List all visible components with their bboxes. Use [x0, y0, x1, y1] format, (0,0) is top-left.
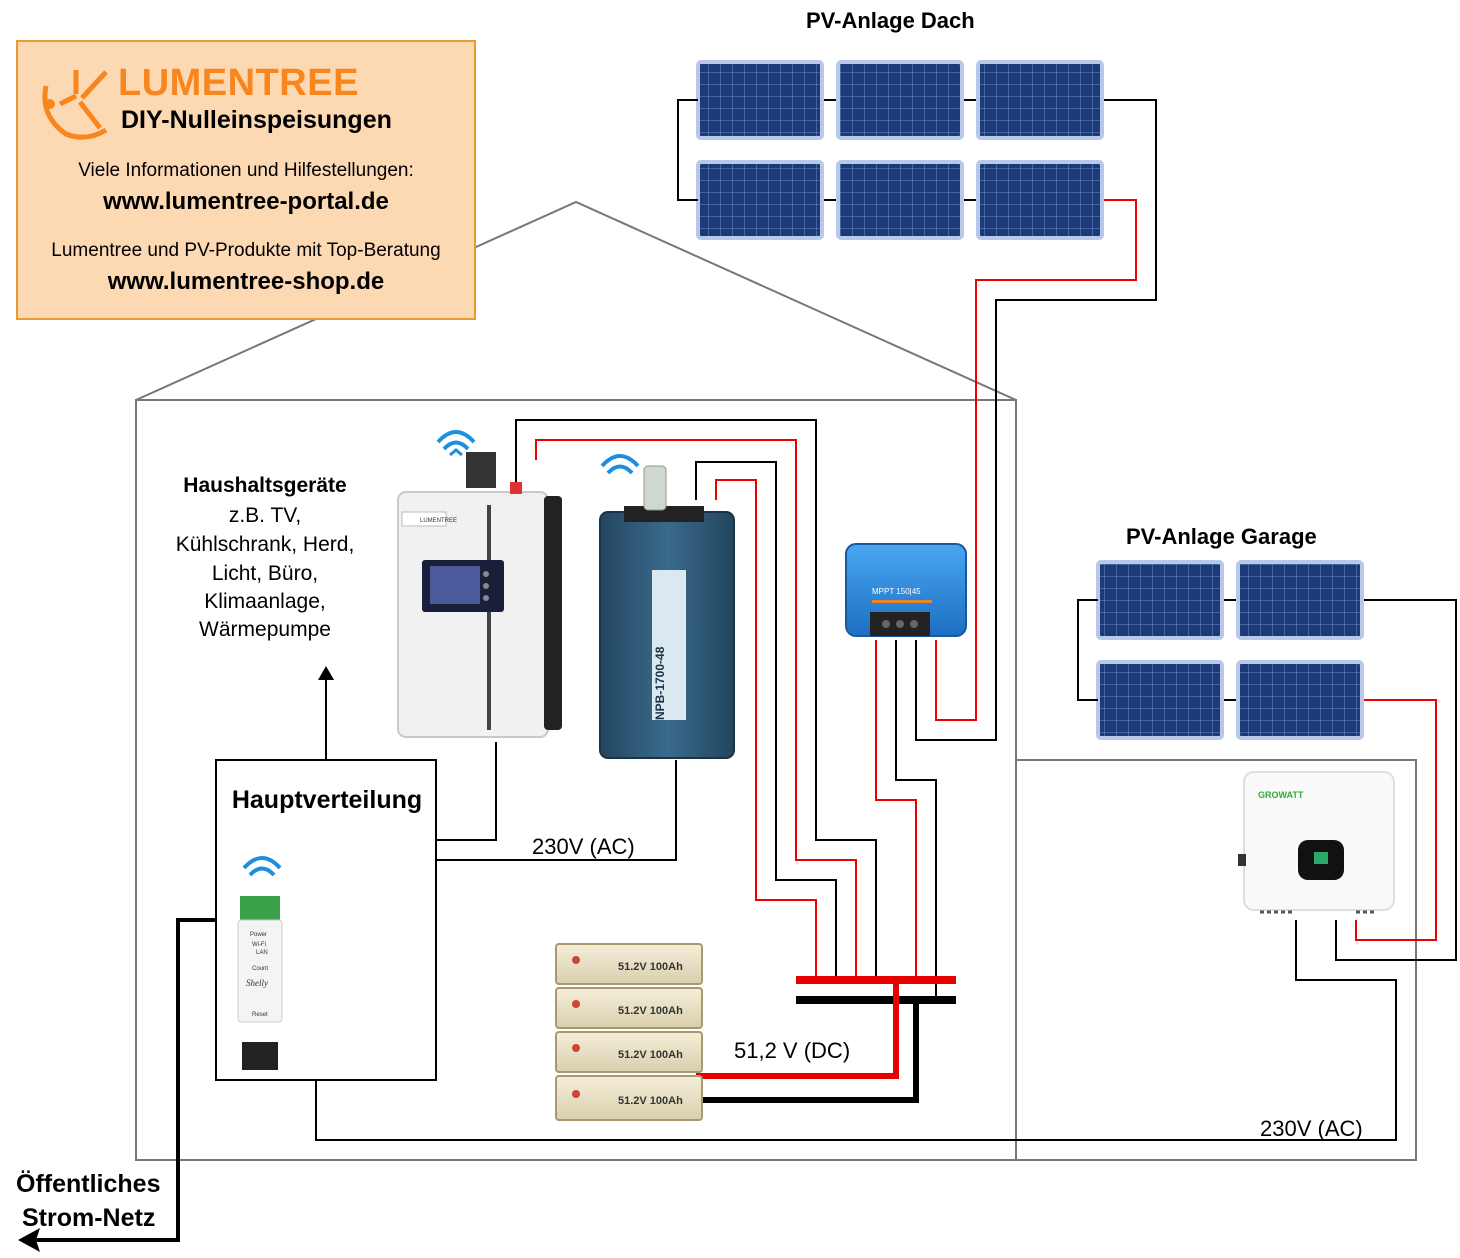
- shop-line: Lumentree und PV-Produkte mit Top-Beratu…: [51, 240, 441, 261]
- battery-icon: 51.2V 100Ah: [555, 943, 703, 985]
- growatt-inverter: GROWATT: [1238, 771, 1395, 914]
- lumentree-device-logo: LUMENTREE: [420, 518, 457, 524]
- battery-label: 51.2V 100Ah: [618, 1095, 683, 1107]
- appliances-line: z.B. TV,: [228, 504, 302, 527]
- appliances-line: Kühlschrank, Herd,: [175, 533, 355, 556]
- arrow-left-icon: [18, 1228, 40, 1252]
- appliances-line: Wärmepumpe: [199, 618, 331, 641]
- solar-panel-icon: [1096, 660, 1224, 740]
- solar-panel-icon: [696, 160, 824, 240]
- wifi-icon: [242, 856, 282, 877]
- battery-icon: 51.2V 100Ah: [555, 987, 703, 1029]
- brand-title: LUMENTREE: [118, 62, 359, 104]
- lumentree-inverter: LUMENTREE: [397, 452, 562, 738]
- garage-pv-wiring: [1077, 599, 1457, 961]
- arrow-up-icon: [318, 666, 334, 680]
- battery-stack: 51.2V 100Ah 51.2V 100Ah 51.2V 100Ah 51.2…: [555, 943, 703, 1121]
- solar-panel-icon: [836, 60, 964, 140]
- solar-panel-icon: [976, 60, 1104, 140]
- dc-busbars: [696, 976, 956, 1103]
- growatt-logo: GROWATT: [1258, 790, 1304, 800]
- charger-model-label: NPB-1700-48: [653, 646, 667, 720]
- solar-panel-icon: [1236, 660, 1364, 740]
- shop-link[interactable]: www.lumentree-shop.de: [107, 268, 385, 295]
- pv-garage-label: PV-Anlage Garage: [1126, 524, 1317, 549]
- dc-voltage-label: 51,2 V (DC): [734, 1038, 851, 1063]
- shelly-wifi-label: Wi-Fi: [252, 942, 266, 948]
- solar-panel-icon: [696, 60, 824, 140]
- battery-charger: NPB-1700-48: [599, 465, 735, 759]
- appliances-title: Haushaltsgeräte: [183, 474, 347, 497]
- battery-label: 51.2V 100Ah: [618, 1005, 683, 1017]
- lumentree-logo-icon: [42, 70, 108, 140]
- solar-panel-icon: [1096, 560, 1224, 640]
- shelly-power-label: Power: [250, 932, 267, 938]
- appliances-line: Licht, Büro,: [211, 562, 319, 585]
- brand-subtitle: DIY-Nulleinspeisungen: [121, 106, 392, 134]
- public-grid-label: Öffentliches: [16, 1170, 161, 1198]
- dc-wiring: [515, 419, 937, 1000]
- battery-label: 51.2V 100Ah: [618, 1049, 683, 1061]
- battery-label: 51.2V 100Ah: [618, 961, 683, 973]
- ac-wiring: [315, 676, 1397, 1141]
- appliances-line: Klimaanlage,: [204, 590, 326, 613]
- roof-pv-array: [696, 60, 1104, 240]
- public-grid-line: [30, 918, 216, 1242]
- shelly-lan-label: LAN: [256, 950, 268, 956]
- mppt-model-label: MPPT 150|45: [872, 587, 921, 596]
- shelly-reset-label: Reset: [252, 1012, 268, 1018]
- solar-panel-icon: [976, 160, 1104, 240]
- battery-icon: 51.2V 100Ah: [555, 1075, 703, 1121]
- mppt-charge-controller: MPPT 150|45: [845, 543, 967, 637]
- house-outline: [135, 200, 1417, 1161]
- pv-roof-label: PV-Anlage Dach: [806, 8, 975, 33]
- wifi-icon: [436, 430, 476, 457]
- roof-pv-wiring: [677, 99, 1157, 741]
- solar-panel-icon: [836, 160, 964, 240]
- garage-pv-array: [1096, 560, 1364, 740]
- shelly-logo: Shelly: [246, 978, 268, 988]
- ac-label-house: 230V (AC): [532, 834, 635, 859]
- shelly-meter: Power Wi-Fi LAN Count Shelly Reset: [237, 896, 283, 1070]
- main-distribution-label: Hauptverteilung: [231, 786, 423, 814]
- ac-label-garage: 230V (AC): [1260, 1116, 1363, 1141]
- public-grid-label-2: Strom-Netz: [22, 1204, 156, 1232]
- battery-icon: 51.2V 100Ah: [555, 1031, 703, 1073]
- portal-link[interactable]: www.lumentree-portal.de: [103, 188, 389, 215]
- solar-panel-icon: [1236, 560, 1364, 640]
- shelly-count-label: Count: [252, 966, 268, 972]
- wifi-icon: [600, 454, 640, 475]
- info-line: Viele Informationen und Hilfestellungen:: [78, 160, 414, 181]
